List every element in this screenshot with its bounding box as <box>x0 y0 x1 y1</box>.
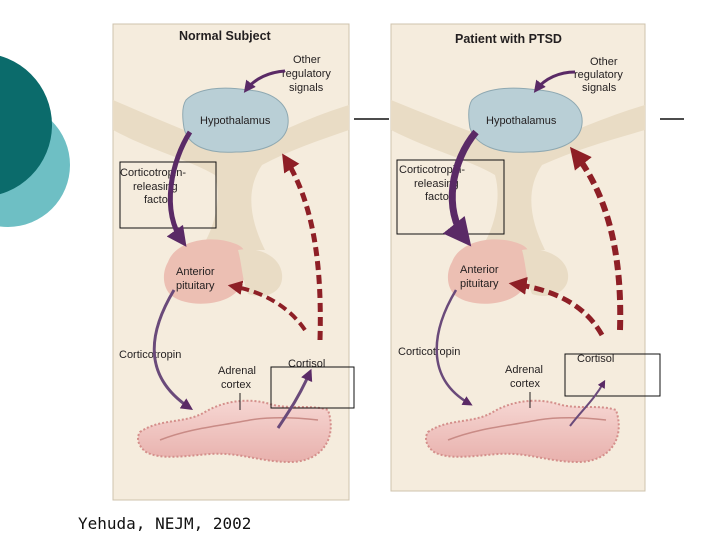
crf-label-line3: factor <box>425 191 453 203</box>
hypothalamus-shape <box>182 87 289 153</box>
citation-text: Yehuda, NEJM, 2002 <box>78 514 252 533</box>
feedback-arrow-to-pituitary <box>508 276 605 337</box>
feedback-arrow-to-hypothalamus <box>569 146 624 331</box>
cortisol-highlight-box <box>270 366 355 409</box>
cortisol-label: Cortisol <box>577 353 614 365</box>
adrenal-label-line2: cortex <box>510 378 540 390</box>
crf-label-line1: Corticotropin- <box>399 164 465 176</box>
pituitary-label-line1: Anterior <box>176 266 215 278</box>
panel-normal-subject: Hypothalamus Anterior pituitary Normal S… <box>112 23 355 501</box>
slide-decoration <box>0 55 70 227</box>
crf-label-line1: Corticotropin- <box>120 167 186 179</box>
crf-arrow <box>442 129 479 247</box>
posterior-pituitary-shape <box>522 249 569 296</box>
brain-tissue <box>391 100 645 250</box>
crf-arrow <box>166 130 193 247</box>
panel-title: Patient with PTSD <box>455 32 562 46</box>
cortisol-label: Cortisol <box>288 358 325 370</box>
panel-patient-ptsd: Hypothalamus Anterior pituitary Patient … <box>390 23 661 492</box>
cortisol-highlight-box <box>564 353 661 397</box>
other-signals-line2: regulatory <box>282 68 331 80</box>
hypothalamus-label: Hypothalamus <box>200 115 271 127</box>
other-signals-line3: signals <box>289 82 324 94</box>
adrenal-label-line2: cortex <box>221 379 251 391</box>
pituitary-label-line1: Anterior <box>460 264 499 276</box>
panel-title: Normal Subject <box>179 29 272 43</box>
cortisol-arrow-up <box>276 368 313 429</box>
hypothalamus-shape <box>468 87 583 153</box>
posterior-pituitary-shape <box>238 249 283 296</box>
corticotropin-label: Corticotropin <box>119 349 181 361</box>
adrenal-medulla-line <box>447 416 607 441</box>
adrenal-label-line1: Adrenal <box>218 365 256 377</box>
adrenal-medulla-line <box>159 416 319 441</box>
hypothalamus-label: Hypothalamus <box>486 115 557 127</box>
corticotropin-arrow <box>435 289 473 406</box>
crf-label-line2: releasing <box>133 181 178 193</box>
cortisol-arrow-up <box>569 379 606 427</box>
crf-label-line2: releasing <box>414 178 459 190</box>
other-signals-arrow <box>533 70 576 93</box>
adrenal-cortex-shape <box>137 399 332 464</box>
other-signals-line3: signals <box>582 82 617 94</box>
pituitary-label-line2: pituitary <box>460 278 499 290</box>
other-signals-line1: Other <box>293 54 321 66</box>
corticotropin-arrow <box>152 289 194 410</box>
adrenal-cortex-shape <box>425 399 620 464</box>
pituitary-label-line2: pituitary <box>176 280 215 292</box>
anterior-pituitary-shape <box>163 239 248 304</box>
adrenal-label-line1: Adrenal <box>505 364 543 376</box>
other-signals-line2: regulatory <box>574 69 623 81</box>
other-signals-line1: Other <box>590 56 618 68</box>
feedback-arrow-to-hypothalamus <box>282 153 323 341</box>
teal-circle-dark <box>0 55 52 195</box>
feedback-arrow-to-pituitary <box>227 280 307 332</box>
corticotropin-label: Corticotropin <box>398 346 460 358</box>
brain-tissue <box>113 100 349 250</box>
other-signals-arrow <box>243 69 286 93</box>
crf-label-line3: factor <box>144 194 172 206</box>
